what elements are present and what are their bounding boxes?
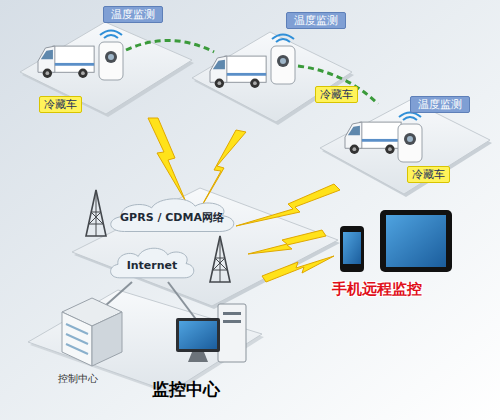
- tag-text: 冷藏车: [320, 87, 353, 102]
- network-name: GPRS / CDMA网络: [120, 204, 224, 225]
- monitor-tag: 温度监测: [410, 96, 470, 113]
- cloud-shape: [111, 248, 194, 278]
- network-cloud: Internet: [106, 243, 198, 281]
- tag-text: 冷藏车: [44, 97, 77, 112]
- network-cloud: GPRS / CDMA网络: [104, 193, 240, 235]
- tag-text: 温度监测: [418, 97, 462, 112]
- tag-text: 冷藏车: [412, 167, 445, 182]
- tag-text: 温度监测: [294, 13, 338, 28]
- network-name: Internet: [127, 253, 178, 272]
- vehicle-tag: 冷藏车: [407, 166, 450, 183]
- mobile-caption: 手机远程监控: [332, 280, 422, 299]
- tag-text: 温度监测: [111, 7, 155, 22]
- cloud-shape: [111, 199, 234, 232]
- monitor-tag: 温度监测: [103, 6, 163, 23]
- monitor-tag: 温度监测: [286, 12, 346, 29]
- center-caption: 监控中心: [152, 378, 220, 401]
- building-caption: 控制中心: [58, 372, 98, 386]
- vehicle-tag: 冷藏车: [315, 86, 358, 103]
- vehicle-tag: 冷藏车: [39, 96, 82, 113]
